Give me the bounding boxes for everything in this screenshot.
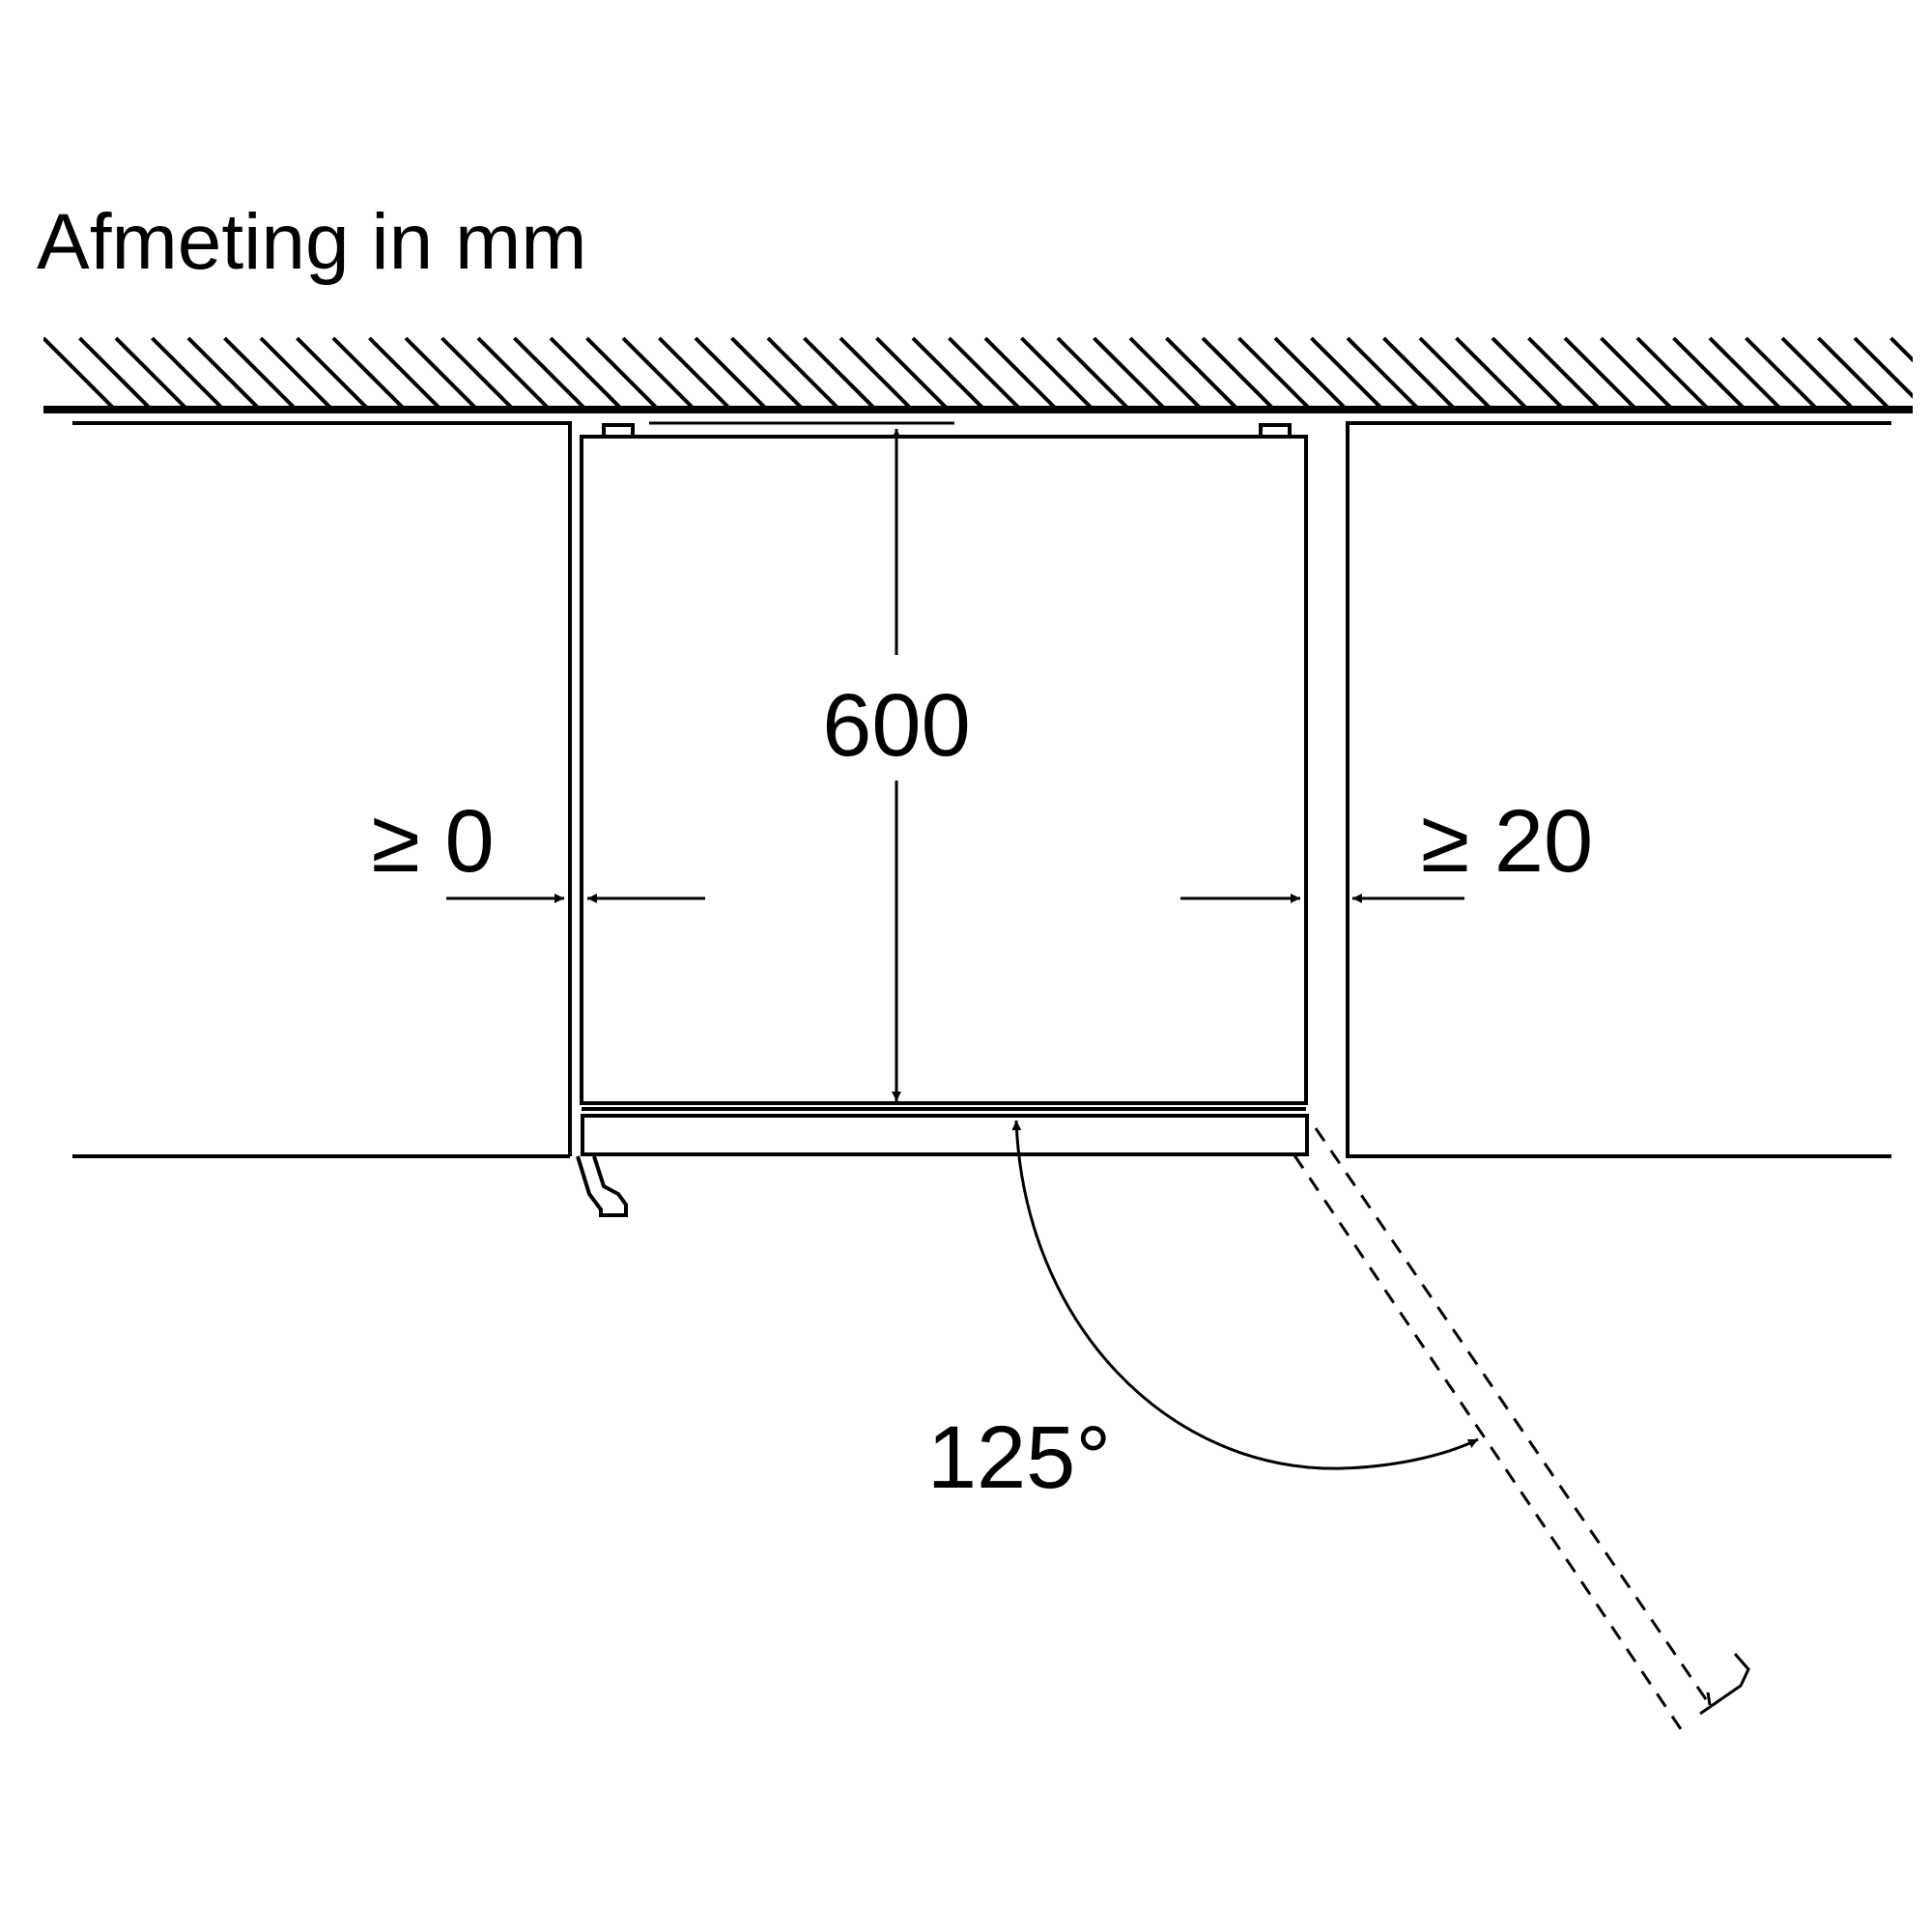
hatch-line (1853, 336, 1913, 399)
hatch-line (1817, 336, 1891, 412)
hatch-line (1382, 336, 1457, 412)
wall-hatching (43, 336, 1932, 412)
hatch-line (1237, 336, 1312, 412)
hatch-line (803, 336, 877, 412)
depth-label: 600 (822, 676, 971, 775)
hatch-line (766, 336, 841, 412)
spacer-right (1259, 423, 1292, 439)
hatch-line (151, 336, 225, 412)
hatch-line (476, 336, 552, 412)
hatch-line (78, 336, 153, 412)
door-angle-dimension: 125° (927, 1120, 1479, 1507)
hatch-line (1128, 336, 1204, 412)
hatch-line (1563, 336, 1638, 412)
hatch-line (1635, 336, 1711, 412)
hatch-line (440, 336, 515, 412)
hatch-line (1165, 336, 1239, 412)
hatch-line (1056, 336, 1131, 412)
door-open-handle (1699, 1653, 1750, 1716)
door-angle-label: 125° (927, 1408, 1111, 1507)
hatch-line (658, 336, 732, 412)
hinge-bracket (576, 1155, 628, 1217)
hatch-line (1455, 336, 1529, 412)
hatch-line (259, 336, 334, 412)
hatch-line (1745, 336, 1819, 412)
hatch-line (1491, 336, 1566, 412)
hatch-line (1780, 336, 1856, 412)
hatch-line (549, 336, 624, 412)
hatch-line (730, 336, 805, 412)
hatch-line (296, 336, 370, 412)
diagram-title: Afmeting in mm (37, 198, 587, 286)
hatch-line (983, 336, 1059, 412)
hatch-line (1927, 338, 1932, 410)
hatch-line (621, 336, 696, 412)
appliance-body (580, 435, 1308, 1105)
door-closed (581, 1114, 1309, 1156)
right-gap-label: ≥ 20 (1421, 792, 1593, 891)
hatch-line (404, 336, 479, 412)
hatch-line (1346, 336, 1421, 412)
hatch-line (114, 336, 189, 412)
hatch-line (513, 336, 587, 412)
hatch-line (1020, 336, 1094, 412)
hatch-line (948, 336, 1022, 412)
hatch-line (1418, 336, 1493, 412)
hatch-line (1201, 336, 1276, 412)
left-gap-label: ≥ 0 (371, 792, 494, 891)
left-cabinet (72, 421, 572, 1158)
wall (43, 336, 1932, 413)
hatch-line (1273, 336, 1349, 412)
right-cabinet (1346, 421, 1891, 1158)
hatch-line (1310, 336, 1384, 412)
hatch-line (368, 336, 442, 412)
hatch-line (1527, 336, 1602, 412)
hatch-line (911, 336, 986, 412)
hatch-line (1672, 336, 1747, 412)
hatch-line (331, 336, 407, 412)
hatch-line (186, 336, 262, 412)
hatch-line (694, 336, 769, 412)
appliance (576, 421, 1750, 1730)
left-gap-dimension: ≥ 0 (371, 792, 705, 903)
depth-dimension: 600 (822, 429, 971, 1101)
door-open-dashed (1293, 1127, 1712, 1730)
hatch-line (1600, 336, 1674, 412)
hatch-line (1708, 336, 1783, 412)
hatch-line (875, 336, 950, 412)
hatch-line (1889, 336, 1913, 363)
hatch-line (838, 336, 914, 412)
hatch-line (223, 336, 298, 412)
spacer-left (602, 423, 635, 439)
door-angle-arc (1011, 1120, 1479, 1470)
hatch-line (1093, 336, 1167, 412)
hatch-line (43, 336, 117, 412)
hatch-line (585, 336, 660, 412)
right-gap-dimension: ≥ 20 (1180, 792, 1593, 903)
